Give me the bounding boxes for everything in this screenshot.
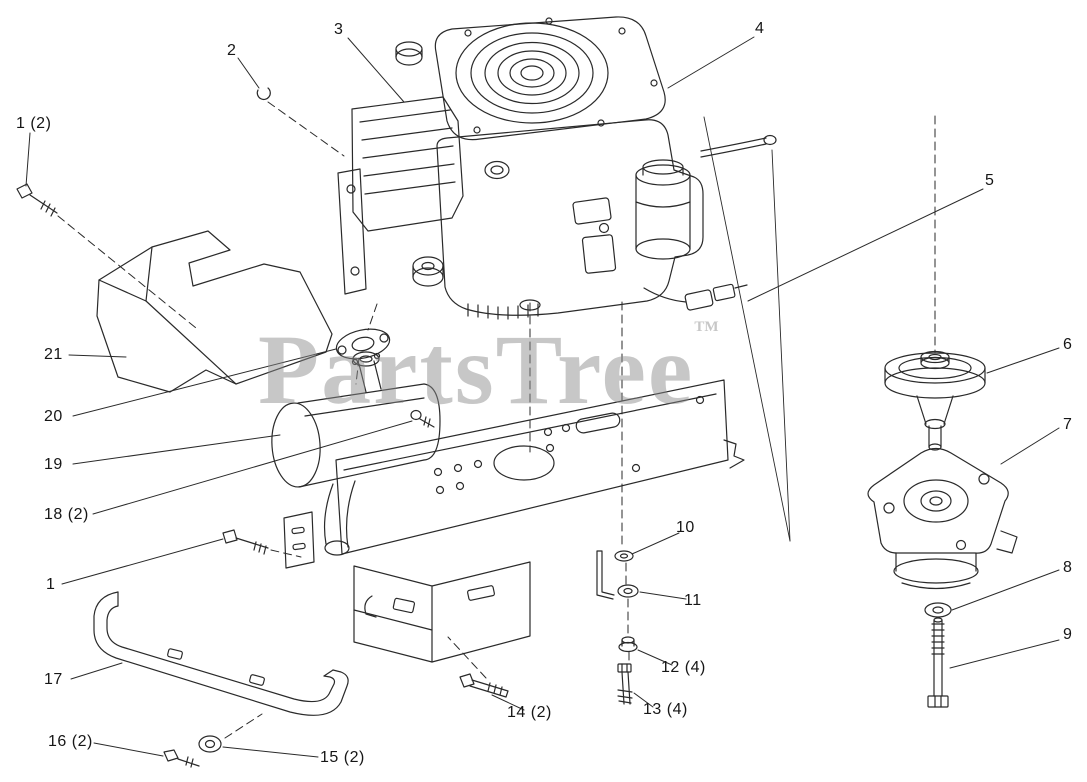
callout-18: 18 (2) — [44, 506, 89, 523]
callout-13: 13 (4) — [643, 701, 688, 718]
washer-8-illustration — [924, 602, 952, 618]
frame-illustration — [283, 379, 745, 663]
callout-21: 21 — [44, 346, 63, 363]
callout-1-2: 1 (2) — [16, 115, 52, 132]
connector-5-illustration — [643, 283, 748, 311]
nut-12-illustration — [618, 636, 638, 653]
leader-lines — [25, 36, 1060, 758]
callout-12: 12 (4) — [661, 659, 706, 676]
gasket-illustration — [335, 328, 391, 360]
bolt-18-illustration — [410, 409, 435, 428]
bumper-illustration — [93, 591, 349, 716]
bolt-13-illustration — [617, 663, 633, 705]
callout-3: 3 — [334, 21, 344, 38]
callout-8: 8 — [1063, 559, 1073, 576]
bolt-1-mid-illustration — [222, 529, 269, 555]
washer-15-illustration — [198, 735, 222, 753]
callout-9: 9 — [1063, 626, 1073, 643]
callout-2: 2 — [227, 42, 237, 59]
callout-11: 11 — [684, 592, 702, 609]
callout-19: 19 — [44, 456, 63, 473]
heat-shield-illustration — [96, 230, 333, 393]
callout-10: 10 — [676, 519, 695, 536]
callout-1: 1 — [46, 576, 56, 593]
callout-14: 14 (2) — [507, 704, 552, 721]
callout-6: 6 — [1063, 336, 1073, 353]
muffler-illustration — [271, 351, 441, 556]
center-lines — [57, 101, 936, 739]
bolt-1-top-illustration — [16, 183, 58, 217]
bolt-14-illustration — [459, 673, 509, 698]
callout-7: 7 — [1063, 416, 1073, 433]
bolt-16-illustration — [163, 749, 200, 768]
washer-11-illustration — [617, 584, 639, 598]
bolt-9-illustration — [927, 617, 949, 708]
engine-illustration — [337, 16, 777, 320]
rod-and-washer-10-illustration — [596, 550, 634, 600]
callout-20: 20 — [44, 408, 63, 425]
clutch-illustration — [867, 447, 1018, 590]
pulley-illustration — [884, 350, 986, 451]
callout-5: 5 — [985, 172, 995, 189]
clip-2-illustration — [256, 87, 271, 101]
callout-16: 16 (2) — [48, 733, 93, 750]
callout-15: 15 (2) — [320, 749, 365, 766]
callout-17: 17 — [44, 671, 63, 688]
callout-4: 4 — [755, 20, 765, 37]
